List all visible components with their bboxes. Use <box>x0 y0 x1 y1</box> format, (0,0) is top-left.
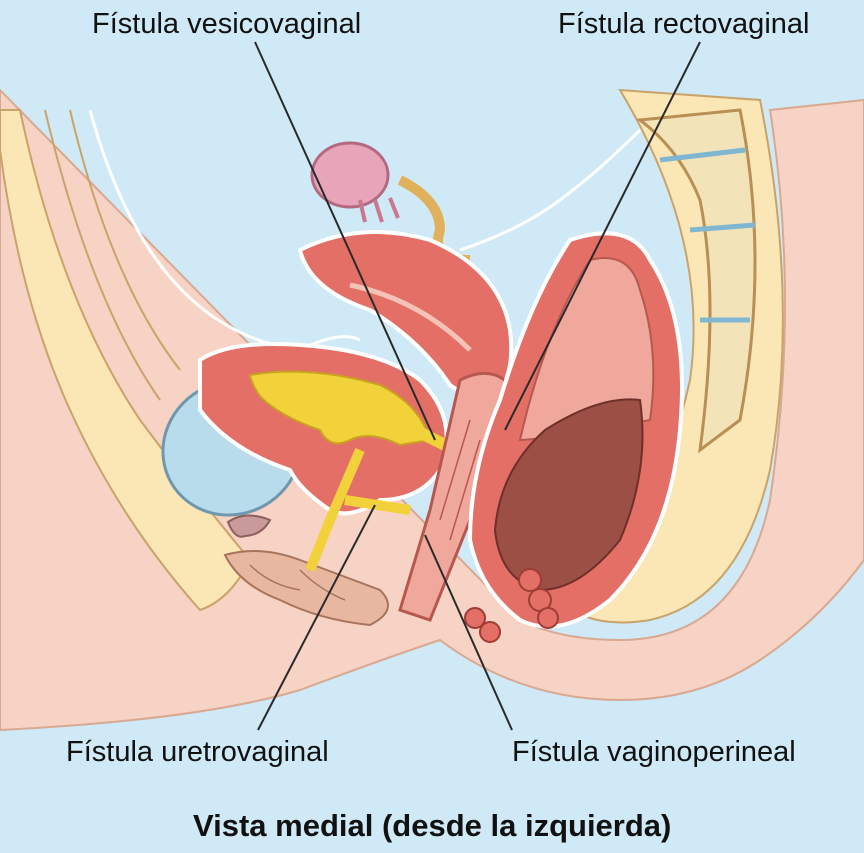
figure-caption: Vista medial (desde la izquierda) <box>193 810 671 841</box>
label-uretrovaginal-fistula: Fístula uretrovaginal <box>66 738 329 767</box>
ovary <box>312 143 388 207</box>
label-rectovaginal-fistula: Fístula rectovaginal <box>558 10 809 39</box>
label-vesicovaginal-fistula: Fístula vesicovaginal <box>92 10 361 39</box>
label-vaginoperineal-fistula: Fístula vaginoperineal <box>512 738 796 767</box>
